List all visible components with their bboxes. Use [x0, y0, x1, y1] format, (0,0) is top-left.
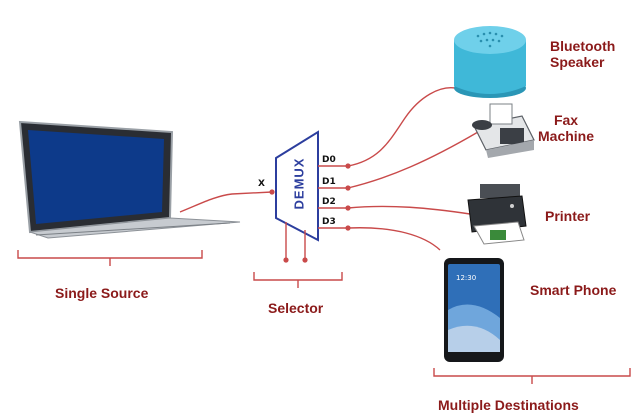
output-pin-d3: D3 — [322, 217, 336, 227]
destinations-label: Multiple Destinations — [438, 397, 579, 413]
fax-label-line2: Machine — [538, 128, 595, 145]
phone-image — [444, 258, 504, 362]
demux-label: DEMUX — [291, 157, 307, 210]
selector-node-1 — [283, 257, 289, 263]
source-bracket — [17, 250, 203, 266]
curve-to-phone — [347, 227, 441, 251]
input-wire — [179, 191, 273, 213]
curve-to-speaker — [347, 87, 456, 167]
selector-label: Selector — [268, 300, 324, 316]
demux-block — [275, 130, 319, 242]
output-pin-d2: D2 — [322, 197, 336, 207]
curve-to-fax — [347, 131, 479, 189]
fax-label-line1: Fax — [553, 112, 579, 128]
output-pin-d0: D0 — [322, 155, 336, 165]
speaker-label: Bluetooth Speaker — [550, 38, 615, 70]
fax-label: Fax Machine — [538, 112, 594, 144]
phone-label: Smart Phone — [530, 282, 617, 298]
phone-clock: 12:30 — [456, 274, 477, 282]
destinations-bracket — [433, 368, 631, 384]
speaker-label-line1: Bluetooth — [550, 38, 616, 54]
printer-label: Printer — [545, 208, 591, 224]
fax-image — [472, 103, 535, 158]
speaker-label-line2: Speaker — [550, 54, 605, 71]
output-pin-d1: D1 — [322, 177, 336, 187]
selector-bracket — [253, 272, 343, 288]
input-node — [269, 189, 275, 195]
printer-image — [467, 184, 527, 245]
curve-to-printer — [347, 205, 471, 215]
laptop-image — [18, 120, 241, 239]
selector-node-2 — [302, 257, 308, 263]
speaker-image — [454, 26, 526, 98]
source-label: Single Source — [55, 285, 149, 301]
input-pin-label: X — [258, 179, 265, 189]
